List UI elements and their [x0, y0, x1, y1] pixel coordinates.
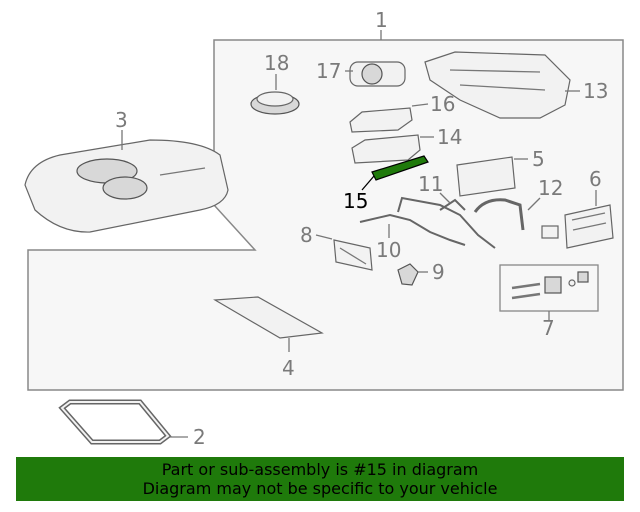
- part-11-harness[interactable]: [397, 196, 496, 249]
- callout-7: 7: [542, 316, 555, 340]
- callout-13: 13: [583, 79, 608, 103]
- part-15-seal[interactable]: [371, 155, 429, 181]
- leader-12: [527, 197, 541, 211]
- callout-10: 10: [376, 238, 401, 262]
- banner-line-2: Diagram may not be specific to your vehi…: [142, 479, 498, 498]
- part-14-duct[interactable]: [351, 134, 421, 164]
- part-2-mat[interactable]: [58, 399, 172, 445]
- callout-2: 2: [193, 425, 206, 449]
- callout-5: 5: [532, 147, 545, 171]
- callout-3: 3: [115, 108, 128, 132]
- part-13-housing[interactable]: [424, 51, 571, 119]
- parts-diagram: 1 3 18 17 13 16 14 15: [24, 8, 624, 449]
- callout-18: 18: [264, 51, 289, 75]
- part-5-filter[interactable]: [456, 156, 516, 197]
- callout-11: 11: [418, 172, 443, 196]
- part-8-panel[interactable]: [333, 239, 373, 271]
- callout-16: 16: [430, 92, 455, 116]
- part-10-wiring[interactable]: [359, 213, 466, 246]
- part-9-sensor[interactable]: [397, 263, 419, 286]
- info-banner: Part or sub-assembly is #15 in diagram D…: [16, 457, 624, 501]
- banner-line-1: Part or sub-assembly is #15 in diagram: [161, 460, 479, 479]
- callout-6: 6: [589, 167, 602, 191]
- leader-16: [411, 103, 429, 107]
- part-17-blower[interactable]: [349, 61, 406, 87]
- part-16-bracket[interactable]: [349, 107, 413, 133]
- leader-11: [439, 192, 451, 204]
- callout-12: 12: [538, 176, 563, 200]
- leader-15: [361, 175, 375, 191]
- callout-4: 4: [282, 356, 295, 380]
- part-4-tray[interactable]: [213, 296, 324, 339]
- callout-1: 1: [375, 8, 388, 32]
- leader-8: [315, 234, 333, 240]
- part-12-hose[interactable]: [473, 198, 559, 239]
- part-6-heater-core[interactable]: [564, 204, 614, 249]
- part-3-console-cover[interactable]: [24, 139, 229, 233]
- callout-9: 9: [432, 260, 445, 284]
- callout-14: 14: [437, 125, 462, 149]
- part-18-knob[interactable]: [250, 91, 300, 115]
- assembly-frame: [27, 39, 624, 391]
- callout-17: 17: [316, 59, 341, 83]
- callout-8: 8: [300, 223, 313, 247]
- callout-15: 15: [343, 189, 368, 213]
